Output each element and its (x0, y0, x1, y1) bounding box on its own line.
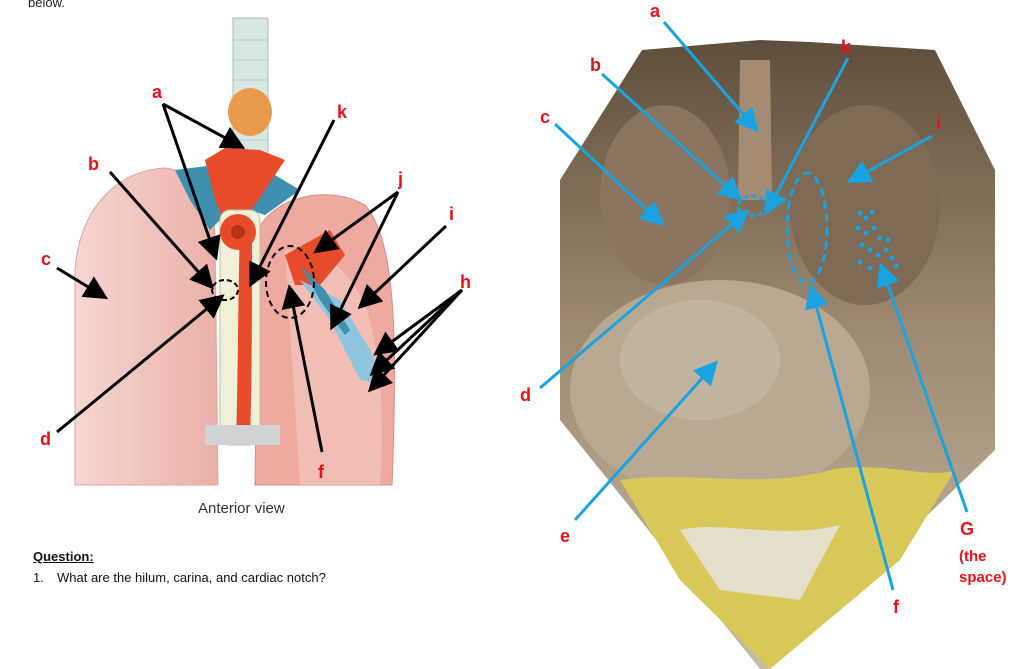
label-k-left: k (337, 102, 348, 122)
question-text: What are the hilum, carina, and cardiac … (57, 570, 326, 585)
label-G-note: (the space) (959, 548, 1007, 586)
label-i-right: i (936, 113, 942, 133)
figure-caption: Anterior view (198, 500, 285, 517)
question-title: Question: (33, 549, 94, 564)
label-d-right: d (520, 385, 531, 405)
label-h-left: h (460, 272, 471, 292)
hilum-dashed-circle-right (785, 171, 829, 285)
carina-dashed-circle (211, 279, 239, 301)
question-number: 1. (33, 570, 44, 585)
label-e-right: e (560, 526, 571, 546)
label-i-left: i (449, 204, 455, 224)
label-b-right: b (590, 55, 601, 75)
label-G-right: G (960, 519, 975, 539)
label-c-left: c (41, 249, 52, 269)
right-figure-arrows (539, 21, 969, 591)
label-b-left: b (88, 154, 99, 174)
label-j-left: j (398, 169, 404, 189)
label-a-left: a (152, 82, 163, 102)
label-c-right: c (540, 107, 551, 127)
label-a-right: a (650, 1, 661, 21)
cadaver-photo (560, 40, 995, 669)
header-text: below. (28, 0, 65, 10)
label-d-left: d (40, 429, 51, 449)
label-k-right: k (841, 37, 852, 57)
label-f-right: f (893, 597, 899, 617)
label-f-left: f (318, 462, 324, 482)
lung-model-image (74, 17, 396, 486)
question-item: 1. What are the hilum, carina, and cardia… (33, 570, 326, 585)
left-figure-arrows (56, 102, 464, 453)
